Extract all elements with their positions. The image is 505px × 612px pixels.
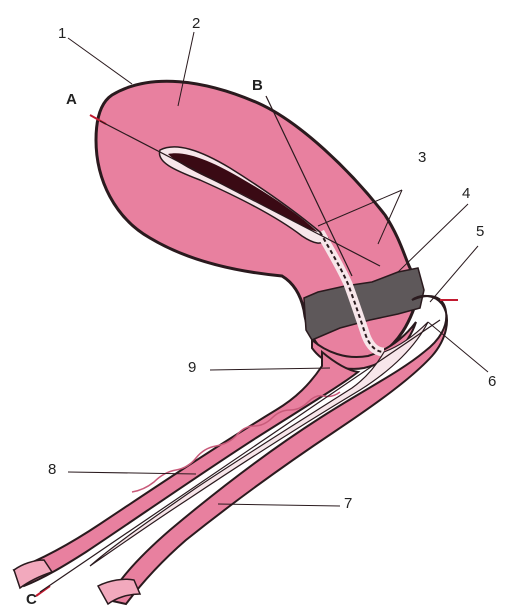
axis-line-c	[40, 320, 440, 592]
leader-1	[68, 38, 132, 84]
label-2: 2	[192, 16, 200, 31]
leader-4	[398, 204, 468, 272]
label-a: A	[66, 92, 77, 107]
label-3: 3	[418, 150, 426, 165]
vaginal-wall-anterior	[14, 352, 358, 586]
leader-9	[210, 368, 330, 370]
label-5: 5	[476, 224, 484, 239]
label-6: 6	[488, 374, 496, 389]
label-1: 1	[58, 26, 66, 41]
leader-7	[218, 504, 340, 506]
leader-5	[430, 246, 478, 302]
label-c: C	[26, 592, 37, 607]
marker-c-red	[36, 586, 50, 596]
label-9: 9	[188, 360, 196, 375]
label-b: B	[252, 78, 263, 93]
label-7: 7	[344, 496, 352, 511]
label-4: 4	[462, 186, 470, 201]
labia-left	[14, 560, 52, 588]
uterus-body	[96, 81, 420, 364]
label-8: 8	[48, 462, 56, 477]
